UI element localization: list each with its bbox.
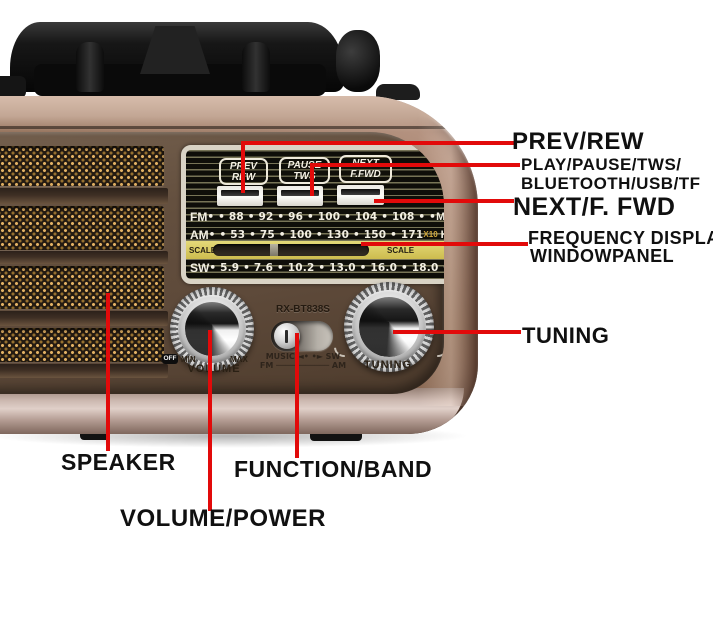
speaker-grille-band (0, 146, 164, 186)
speaker-grille-band (0, 266, 164, 309)
handle-post-right (242, 42, 270, 92)
tuning-legend: TUNING (363, 359, 413, 371)
sw-frequency-row: SW • 5.9 • 7.6 • 10.2 • 13.0 • 16.0 • 18… (190, 260, 444, 275)
max-label: MAX (230, 355, 248, 364)
callout-line-tuning (393, 330, 521, 334)
callout-line-play-pause (310, 163, 314, 196)
bottom-rail (0, 388, 464, 434)
callout-line-prev-rew (241, 141, 245, 193)
callout-line-play-pause (310, 163, 520, 167)
scale-label-left: SCALE (189, 246, 217, 255)
sw-scale-values: • 5.9 • 7.6 • 10.2 • 13.0 • 16.0 • 18.0 … (209, 261, 444, 274)
band-name: SW (190, 260, 210, 275)
speaker-grille-band (0, 328, 164, 362)
callout-next-ffwd: NEXT/F. FWD (513, 193, 676, 221)
pause-tws-button[interactable] (277, 186, 323, 206)
volume-knob-cap (185, 302, 239, 356)
volume-knob[interactable] (170, 287, 254, 371)
handle-pivot (336, 30, 380, 92)
band-name: FM (190, 209, 208, 224)
grille-slat (0, 311, 168, 326)
band-name: AM (190, 227, 209, 242)
callout-line-speaker (106, 293, 110, 451)
callout-speaker: SPEAKER (61, 449, 176, 475)
front-panel: PREV REW PAUSE TWS NEXT F.FWD FM • • 88 … (0, 132, 444, 394)
button-slot (341, 189, 380, 195)
callout-volume-power: VOLUME/POWER (120, 505, 327, 532)
handle-post-left (76, 42, 104, 92)
btn-label-line: F.FWD (350, 169, 381, 180)
slider-grip-slot (285, 330, 288, 343)
btn-label-line: PAUSE (287, 160, 322, 171)
tuning-knob-cap (359, 297, 419, 357)
fm-unit: MHz (436, 211, 444, 223)
grille-slat (0, 188, 168, 204)
callout-line-prev-rew (241, 141, 515, 145)
switch-marks-bottom: FM ─────────── AM (259, 361, 347, 370)
callout-frequency-display: FREQUENCY DISPLAY (528, 228, 713, 248)
handle-left-end (0, 76, 26, 98)
callout-function-band: FUNCTION/BAND (234, 456, 433, 482)
body-seam (0, 126, 458, 129)
tuning-scale-slot (213, 244, 369, 256)
am-frequency-row: AM • • 53 • 75 • 100 • 130 • 150 • 171 X… (190, 227, 444, 242)
speaker-grille-band (0, 206, 164, 250)
function-band-switch[interactable] (271, 321, 333, 351)
min-label: MIN (181, 355, 196, 364)
callout-prev-rew: PREV/REW (512, 128, 645, 155)
prev-rew-button[interactable] (217, 186, 263, 206)
button-slot (221, 190, 259, 196)
fm-scale-values: • • 88 • 92 • 96 • 100 • 104 • 108 • • (207, 210, 437, 223)
am-multiplier: X10 (423, 230, 438, 239)
off-badge: OFF (162, 354, 178, 364)
callout-bluetooth-usb-tf: BLUETOOTH/USB/TF (521, 174, 701, 193)
model-number-label: RX-BT838S (276, 304, 330, 315)
grille-slat (0, 364, 168, 378)
callout-line-function-band (295, 333, 299, 458)
am-unit: KHz (441, 229, 444, 241)
grille-slat (0, 251, 168, 264)
scale-label-right: SCALE (387, 246, 415, 255)
next-ffwd-button[interactable] (337, 185, 384, 205)
btn-label-line: TWS (293, 171, 316, 182)
next-ffwd-button-label: NEXT F.FWD (339, 155, 392, 183)
pause-tws-button-label: PAUSE TWS (279, 157, 330, 184)
callout-line-volume-power (208, 330, 212, 511)
fm-frequency-row: FM • • 88 • 92 • 96 • 100 • 104 • 108 • … (190, 209, 444, 224)
callout-windowpanel: WINDOWPANEL (530, 246, 675, 266)
tuning-knob[interactable] (344, 282, 434, 372)
volume-legend: VOLUME (187, 363, 241, 375)
callout-tuning: TUNING (522, 323, 610, 348)
switch-marks-top: MUSIC ◄• •► SW (265, 352, 341, 361)
button-slot (281, 190, 319, 196)
tuning-pointer (270, 244, 278, 256)
callout-line-frequency-display (361, 242, 528, 246)
callout-line-next-ffwd (374, 199, 514, 203)
am-scale-values: • • 53 • 75 • 100 • 130 • 150 • 171 (208, 228, 424, 241)
callout-play-pause-tws: PLAY/PAUSE/TWS/ (521, 155, 682, 174)
